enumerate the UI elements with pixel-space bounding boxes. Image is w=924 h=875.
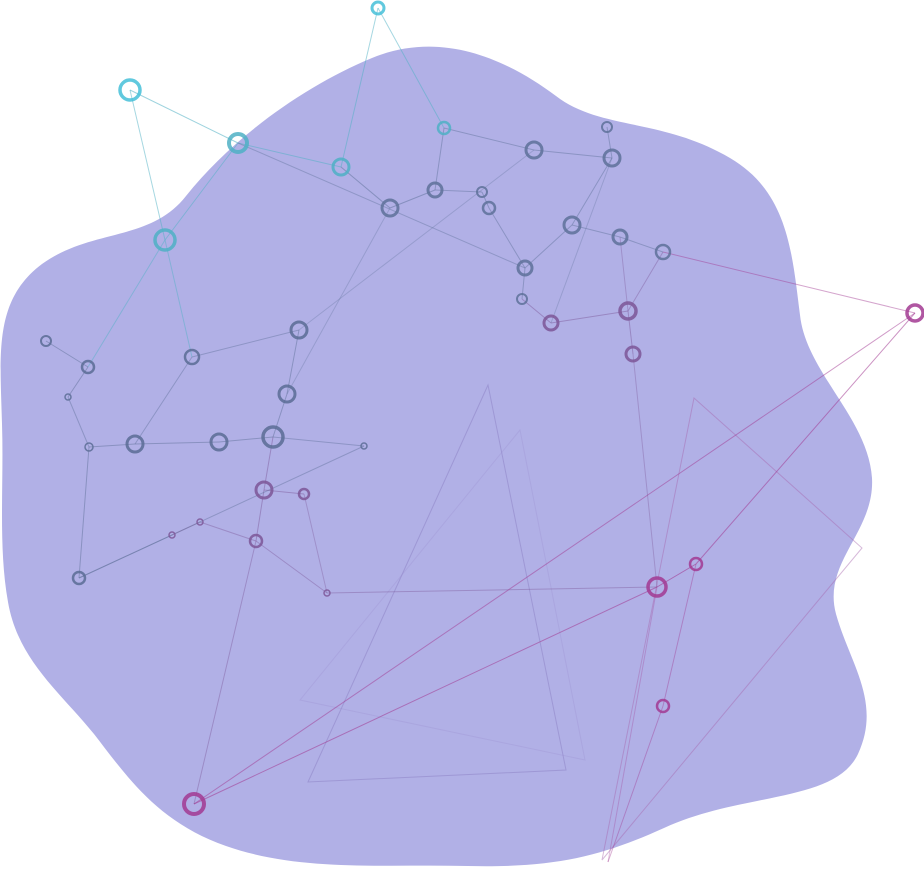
network-node (516, 259, 534, 277)
network-node (476, 186, 488, 198)
network-edge (550, 310, 629, 324)
network-node (524, 140, 544, 160)
network-edge (134, 441, 220, 445)
network-edge (607, 586, 658, 863)
network-edge (662, 563, 697, 707)
network-edge (199, 521, 257, 542)
network-node (209, 432, 229, 452)
network-edge (481, 191, 490, 209)
network-edge (45, 340, 89, 368)
network-edge (78, 534, 173, 579)
network-edge (488, 207, 526, 269)
network-node (261, 425, 285, 449)
background-blob (0, 46, 873, 867)
network-edge (129, 89, 239, 144)
network-node (655, 698, 671, 714)
network-edge (303, 493, 328, 594)
network-node (654, 243, 672, 261)
network-node (331, 157, 351, 177)
network-edge (272, 436, 365, 447)
network-edge (78, 445, 365, 579)
network-edge (627, 251, 664, 312)
network-node (40, 335, 52, 347)
network-edge (662, 251, 916, 314)
network-node (71, 570, 87, 586)
network-edge (134, 356, 193, 445)
network-node (624, 345, 642, 363)
triangle-outline (601, 397, 863, 861)
network-edge (286, 329, 300, 395)
network-node (905, 303, 924, 323)
network-edge (164, 239, 193, 358)
network-node (436, 120, 452, 136)
network-node (248, 533, 264, 549)
network-edge (129, 89, 166, 241)
network-nodes (40, 0, 924, 816)
network-node (80, 359, 96, 375)
network-node (118, 78, 142, 102)
network-edge (193, 586, 658, 805)
network-edge (571, 157, 613, 226)
network-node (183, 348, 201, 366)
network-edge (87, 239, 166, 368)
network-edge (533, 149, 613, 159)
network-edge (550, 157, 613, 324)
network-node (380, 198, 400, 218)
network-edge (171, 521, 201, 536)
network-edge (326, 586, 658, 594)
network-edge (607, 705, 664, 863)
network-edge (377, 7, 445, 129)
network-node (688, 556, 704, 572)
network-node (481, 200, 497, 216)
network-edge (695, 312, 916, 565)
network-node (227, 132, 249, 154)
network-edge (286, 207, 391, 395)
network-node (602, 148, 622, 168)
network-node (516, 293, 528, 305)
network-node (84, 442, 94, 452)
network-node (601, 121, 613, 133)
network-edge (193, 312, 916, 805)
network-edge (255, 540, 328, 594)
network-node (562, 215, 582, 235)
network-node (196, 518, 204, 526)
network-node (289, 320, 309, 340)
network-edge (434, 127, 445, 191)
network-node (618, 301, 638, 321)
triangle-outline (299, 428, 586, 761)
network-node (254, 480, 274, 500)
network-node (168, 531, 176, 539)
network-node (370, 0, 386, 16)
network-node (360, 442, 368, 450)
network-node (125, 434, 145, 454)
network-edge (340, 166, 391, 209)
network-node (182, 792, 206, 816)
network-edge (78, 446, 90, 579)
network-node (323, 589, 331, 597)
network-edge (164, 142, 239, 241)
network-node (64, 393, 72, 401)
network-node (426, 181, 444, 199)
network-edge (237, 142, 342, 168)
network-node (646, 576, 668, 598)
network-node (277, 384, 297, 404)
network-node (153, 228, 177, 252)
network-edge (298, 149, 535, 331)
network-edge (67, 396, 90, 448)
network-edge (443, 127, 535, 151)
network-edge (619, 236, 629, 312)
network-node (542, 314, 560, 332)
network-edge (632, 353, 658, 588)
network-edge (193, 540, 257, 805)
network-node (611, 228, 629, 246)
network-edge (340, 7, 379, 168)
network-node (297, 487, 311, 501)
network-edge (191, 329, 300, 358)
network-edge (524, 224, 573, 269)
